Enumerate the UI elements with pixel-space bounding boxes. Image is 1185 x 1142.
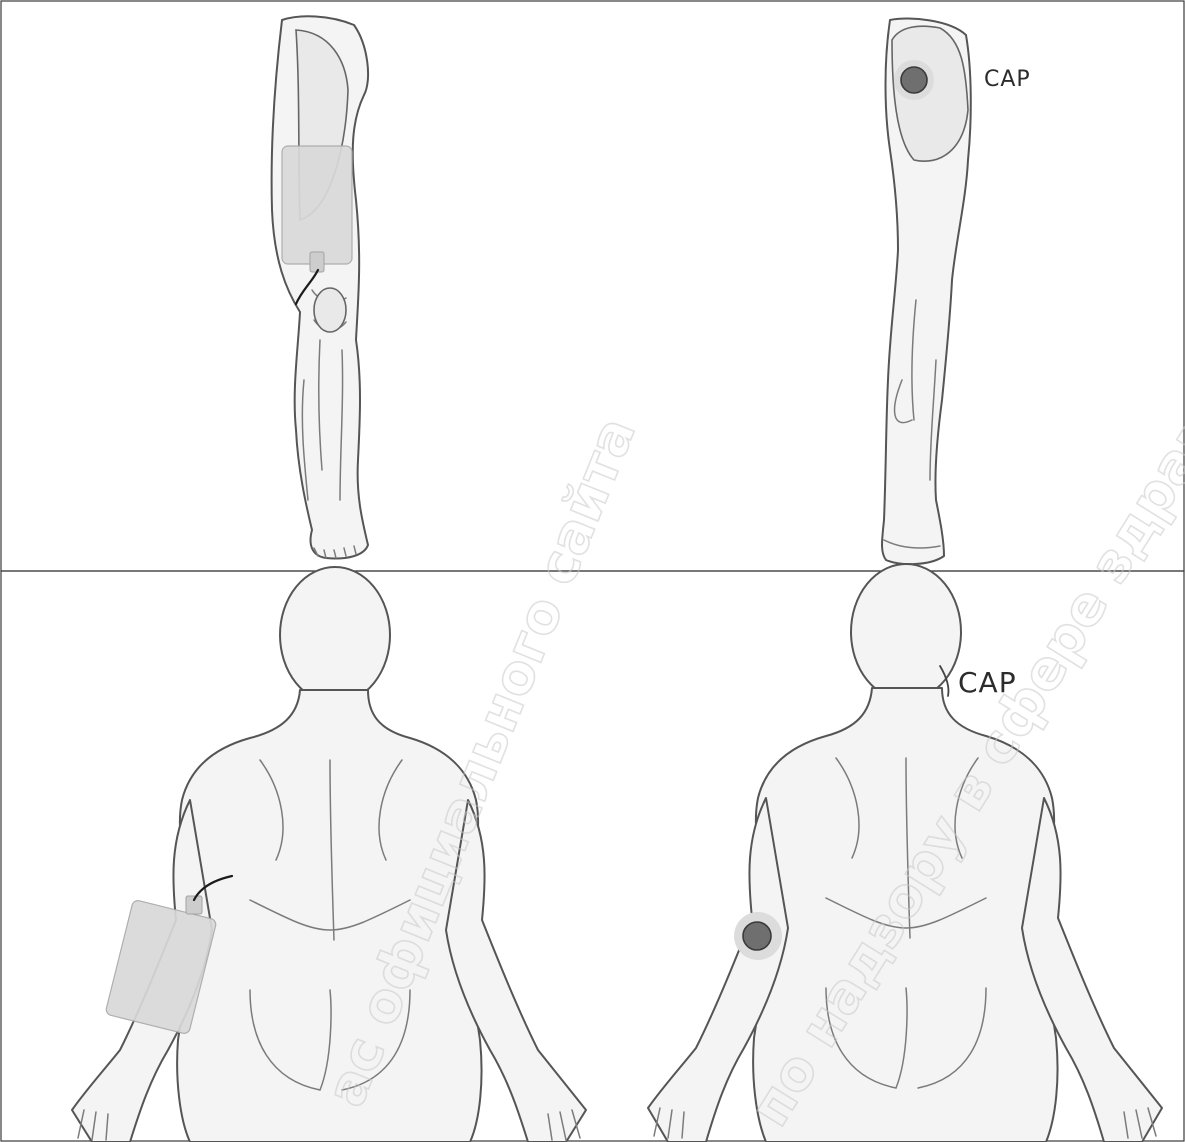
- head-left: [280, 567, 390, 703]
- kneecap: [314, 288, 346, 332]
- sensor-device-leg: [282, 146, 352, 264]
- leg-front-figure: [272, 16, 368, 558]
- head-right: [851, 564, 961, 700]
- cap-site-leg: [901, 67, 927, 93]
- leg-side-figure: CAP: [882, 19, 1031, 565]
- cap-site-arm: [743, 922, 771, 950]
- sensor-tab-leg: [310, 252, 324, 272]
- cap-label-leg: CAP: [984, 67, 1031, 92]
